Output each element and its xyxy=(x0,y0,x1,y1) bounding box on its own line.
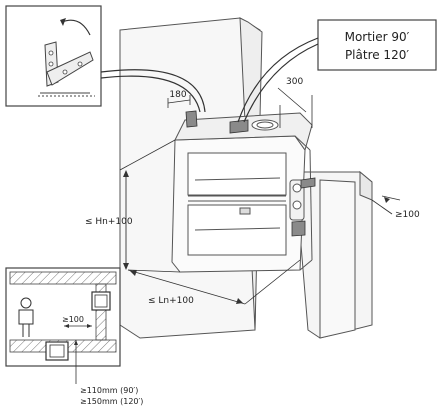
side-wall xyxy=(294,170,373,339)
damper-frame xyxy=(171,112,313,273)
dim-inset-gap-label: ≥100 xyxy=(62,315,84,324)
dim-180-label: 180 xyxy=(169,90,186,100)
dim-height-label: ≤ Hn+100 xyxy=(85,217,133,227)
person-icon xyxy=(18,297,34,337)
callout-line-2: Plâtre 120′ xyxy=(345,48,409,62)
dim-180: 180 xyxy=(167,90,191,108)
fire-rating-callout: Mortier 90′ Plâtre 120′ xyxy=(317,19,437,71)
min-120-label: ≥150mm (120′) xyxy=(80,397,143,406)
callout-line-1: Mortier 90′ xyxy=(345,30,410,44)
dim-side-gap-label: ≥100 xyxy=(395,210,420,220)
dim-length-label: ≤ Ln+100 xyxy=(148,296,194,306)
dim-side-gap: ≥100 xyxy=(371,195,420,220)
bracket-bottom xyxy=(291,220,306,237)
dim-height: ≤ Hn+100 xyxy=(85,139,176,270)
dim-length: ≤ Ln+100 xyxy=(127,259,301,306)
section-inset: ≥100 xyxy=(5,267,121,384)
fixing-brackets xyxy=(185,110,316,237)
bracket-top-left xyxy=(185,110,198,128)
bracket-detail-inset xyxy=(5,5,102,107)
dim-300-label: 300 xyxy=(286,77,303,87)
dim-300: 300 xyxy=(277,77,313,128)
bracket-side xyxy=(300,177,316,189)
min-90-label: ≥110mm (90′) xyxy=(80,386,138,395)
rotation-arrow-icon xyxy=(61,19,91,36)
inset-pointer-line xyxy=(100,69,206,113)
callout-pointer xyxy=(237,37,319,123)
bracket-top-center xyxy=(229,119,249,134)
